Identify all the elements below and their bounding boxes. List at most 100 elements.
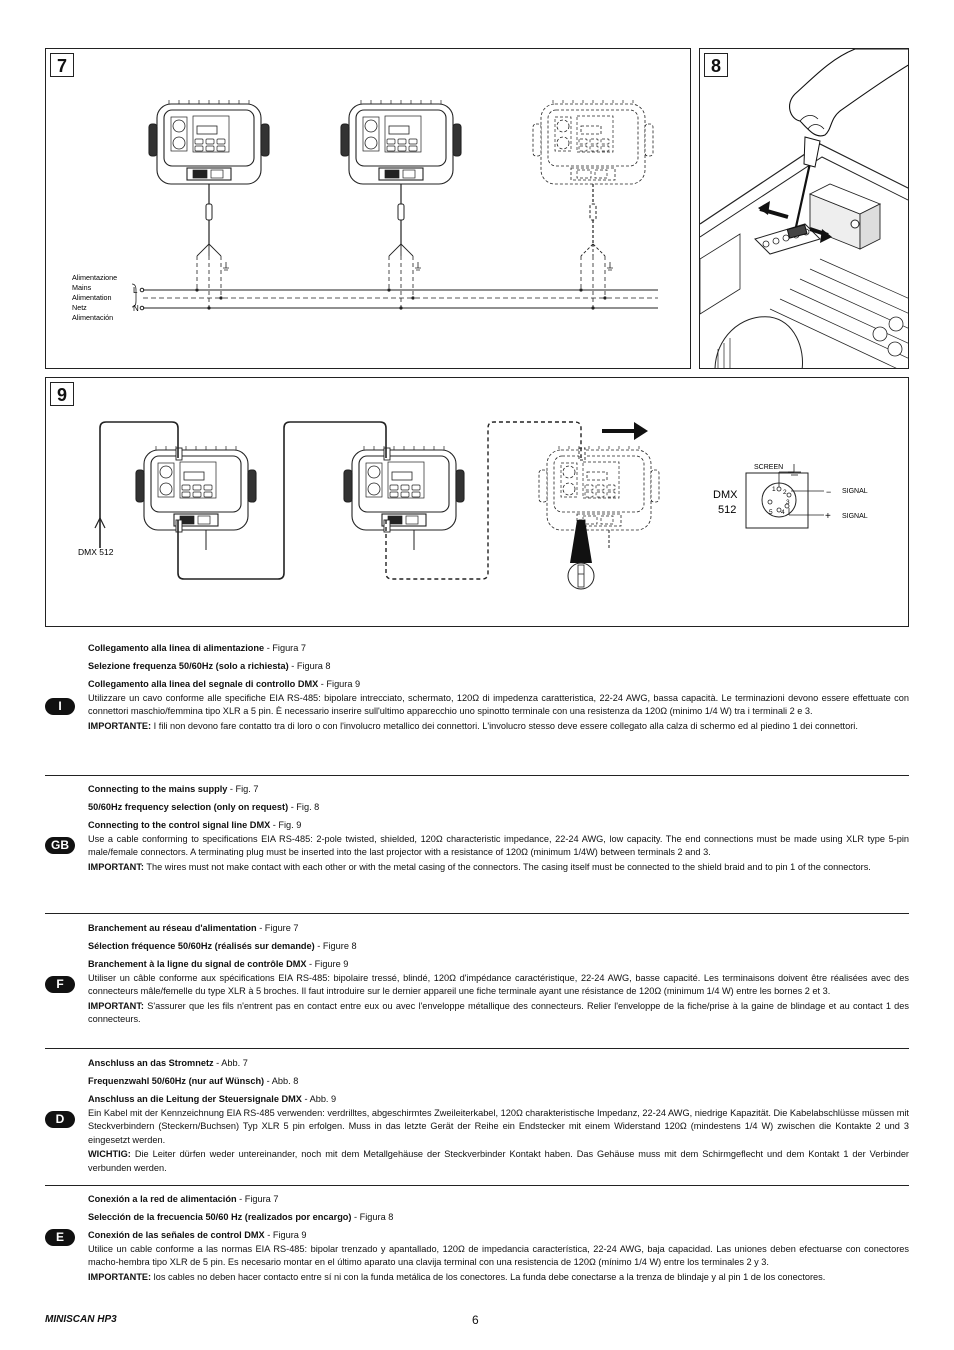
mains-wiring-diagram: L N Alimentazione Mains Alimentation Net… xyxy=(72,100,658,322)
important-note: IMPORTANTE: los cables no deben hacer co… xyxy=(88,1271,909,1285)
handle-left xyxy=(340,123,350,157)
cable-instructions: Utiliser un câble conforme aux spécifica… xyxy=(88,972,909,997)
dmx-input-label: DMX 512 xyxy=(78,547,114,557)
capacitors xyxy=(872,316,904,357)
figure-ref: - Figura 8 xyxy=(288,661,331,671)
control-button xyxy=(600,138,610,145)
connector-512-label: 512 xyxy=(718,504,736,516)
dmx-in-connector xyxy=(175,447,183,461)
language-section: E Conexión a la red de alimentación - Fig… xyxy=(45,1193,909,1298)
xlr-socket xyxy=(364,136,378,150)
cable-instructions: Utilice un cable conforme a las normas E… xyxy=(88,1243,909,1268)
mains-plug-assembly xyxy=(387,184,421,310)
handle-left xyxy=(148,123,158,157)
figure-ref: - Figure 9 xyxy=(306,959,349,969)
language-badge: F xyxy=(45,976,75,993)
projector-unit xyxy=(343,446,465,531)
line-L-label: L xyxy=(133,286,138,295)
heading-mains: Branchement au réseau d'alimentation - F… xyxy=(88,922,909,936)
control-button xyxy=(595,491,605,498)
important-note: WICHTIG: Die Leiter dürfen weder unterei… xyxy=(88,1148,909,1175)
heading-bold: Selección de la frecuencia 50/60 Hz (rea… xyxy=(88,1212,352,1222)
language-badge: E xyxy=(45,1229,75,1246)
language-section: I Collegamento alla linea di alimentazion… xyxy=(45,642,909,776)
chassis-edge xyxy=(700,143,908,225)
language-badge: I xyxy=(45,698,75,715)
figure-ref: - Figura 9 xyxy=(318,679,361,689)
power-switch xyxy=(192,169,208,179)
important-text: The wires must not make contact with eac… xyxy=(143,861,871,872)
signal-minus-label: SIGNAL xyxy=(842,488,868,495)
section-body: Conexión a la red de alimentación - Figu… xyxy=(88,1193,909,1289)
control-button xyxy=(589,138,599,145)
power-switch xyxy=(576,169,592,179)
figure-ref: - Figure 8 xyxy=(314,941,357,951)
supply-label-en: Mains xyxy=(72,283,92,292)
dmx-wiring-diagram: DMX 512 1 2 3 4 5 SCREEN xyxy=(78,421,868,590)
control-button xyxy=(203,484,213,491)
handle-right xyxy=(650,469,660,503)
control-button xyxy=(408,138,418,145)
fan-housing xyxy=(714,316,804,368)
heading-dmx: Branchement à la ligne du signal de cont… xyxy=(88,958,909,972)
xlr-socket xyxy=(172,119,186,133)
figure-ref: - Abb. 8 xyxy=(264,1076,299,1086)
control-button xyxy=(578,145,588,152)
display xyxy=(196,125,218,135)
cable-instructions: Use a cable conforming to specifications… xyxy=(88,833,909,858)
frequency-selection-illustration xyxy=(700,49,908,368)
heading-dmx: Collegamento alla linea del segnale di c… xyxy=(88,678,909,692)
control-button xyxy=(595,484,605,491)
control-button xyxy=(589,145,599,152)
projector-unit xyxy=(148,100,270,185)
footer-model: MINISCAN HP3 xyxy=(45,1314,117,1325)
xlr-socket xyxy=(159,482,173,496)
xlr-socket xyxy=(556,119,570,133)
signal-plus-label: SIGNAL xyxy=(842,513,868,520)
important-note: IMPORTANT: S'assurer que les fils n'entr… xyxy=(88,1000,909,1027)
projector-unit xyxy=(135,446,257,531)
dmx-out-connector xyxy=(175,519,183,533)
mains-plug xyxy=(205,203,213,221)
fuse-holder xyxy=(210,169,224,179)
heading-bold: Collegamento alla linea del segnale di c… xyxy=(88,679,319,689)
section-body: Branchement au réseau d'alimentation - F… xyxy=(88,922,909,1031)
heading-bold: 50/60Hz frequency selection (only on req… xyxy=(88,802,289,812)
cable-instructions: Utilizzare un cavo conforme alle specifi… xyxy=(88,692,909,717)
handle-left xyxy=(343,469,353,503)
pin-2: 2 xyxy=(783,489,787,496)
heading-mains: Collegamento alla linea di alimentazione… xyxy=(88,642,909,656)
heading-bold: Branchement à la ligne du signal de cont… xyxy=(88,959,307,969)
screwdriver-shaft xyxy=(794,153,814,228)
handle-right xyxy=(455,469,465,503)
chassis-inner-edge xyxy=(700,156,908,238)
xlr-socket xyxy=(367,465,381,479)
supply-label-it: Alimentazione xyxy=(72,273,117,282)
pin-1: 1 xyxy=(772,486,776,493)
screwdriver-handle xyxy=(803,136,821,168)
handle-right xyxy=(644,123,654,157)
earth-symbol xyxy=(607,262,613,271)
heading-bold: Branchement au réseau d'alimentation xyxy=(88,923,257,933)
termination-plug-beam xyxy=(570,520,592,563)
important-text: I fili non devono fare contatto tra di l… xyxy=(151,720,858,731)
mains-plug-assembly xyxy=(579,184,613,310)
figure-ref: - Figura 7 xyxy=(236,1194,279,1204)
heading-frequency: Frequenzwahl 50/60Hz (nur auf Wünsch) - … xyxy=(88,1075,909,1089)
heading-bold: Conexión a la red de alimentación xyxy=(88,1194,237,1204)
link-cable-2 xyxy=(385,421,582,580)
display xyxy=(580,125,602,135)
important-label: IMPORTANT: xyxy=(88,861,144,872)
mains-plug-assembly xyxy=(195,184,229,310)
figure-number: 9 xyxy=(50,382,74,406)
figure-ref: - Abb. 9 xyxy=(301,1094,337,1104)
control-button xyxy=(181,491,191,498)
dmx-in-connector xyxy=(578,447,586,461)
earth-symbol xyxy=(223,262,229,271)
important-text: S'assurer que les fils n'entrent pas en … xyxy=(88,1000,909,1025)
control-button xyxy=(411,484,421,491)
heading-bold: Anschluss an die Leitung der Steuersigna… xyxy=(88,1094,302,1104)
control-button xyxy=(578,138,588,145)
